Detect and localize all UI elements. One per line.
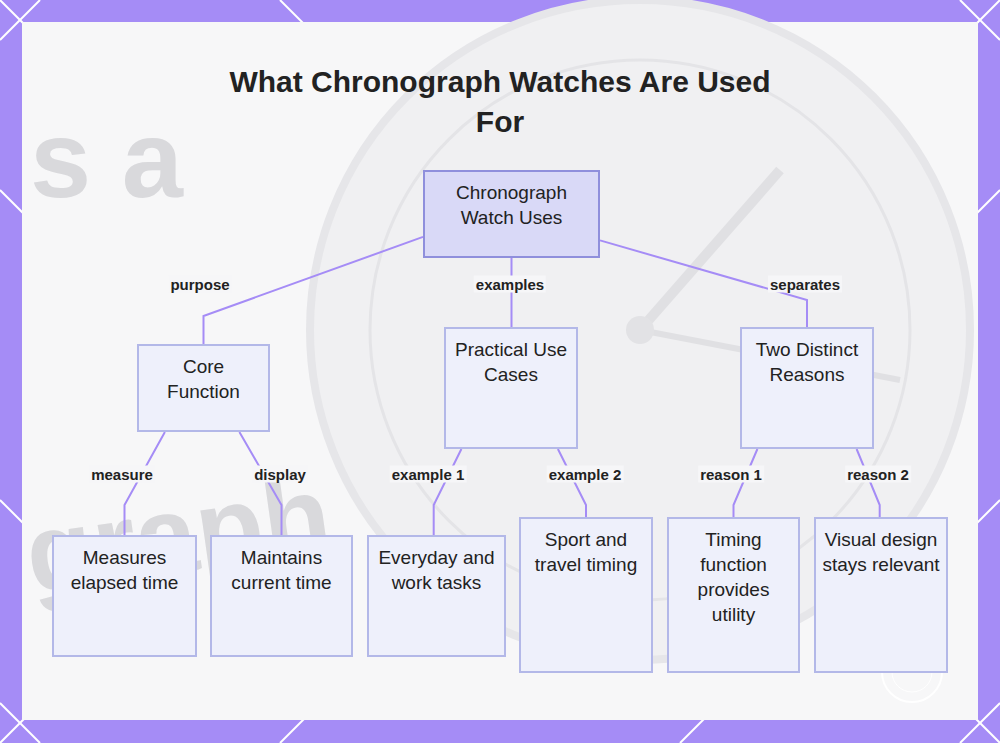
root-box: Chronograph Watch Uses	[423, 170, 600, 258]
concept-box: Practical Use Cases	[444, 327, 578, 449]
concept-box: Everyday and work tasks	[367, 535, 506, 657]
connector-line	[434, 449, 462, 535]
box-text: Sport and travel timing	[527, 527, 645, 577]
diagram-title: What Chronograph Watches Are Used For	[210, 62, 790, 142]
box-text: Timing function provides utility	[675, 527, 792, 627]
edge-label: measure	[89, 466, 155, 483]
edge-label: examples	[474, 276, 546, 293]
concept-box: Sport and travel timing	[519, 517, 653, 673]
box-text: Everyday and work tasks	[375, 545, 498, 595]
box-text: Core Function	[145, 354, 262, 404]
watermark-text: s a	[30, 95, 183, 222]
concept-box: Timing function provides utility	[667, 517, 800, 673]
connector-line	[204, 237, 424, 344]
concept-box: Two Distinct Reasons	[740, 327, 874, 449]
edge-label: separates	[768, 276, 842, 293]
concept-box: Core Function	[137, 344, 270, 432]
edge-label: display	[252, 466, 308, 483]
edge-label: purpose	[168, 276, 231, 293]
concept-box: Maintains current time	[210, 535, 353, 657]
box-text: Practical Use Cases	[452, 337, 570, 387]
connector-line	[857, 449, 880, 517]
concept-box: Measures elapsed time	[52, 535, 197, 657]
box-text: Two Distinct Reasons	[748, 337, 866, 387]
edge-label: example 2	[547, 466, 624, 483]
connector-line	[734, 449, 758, 517]
box-text: Maintains current time	[218, 545, 345, 595]
edge-label: example 1	[390, 466, 467, 483]
edge-label: reason 1	[698, 466, 764, 483]
box-text: Visual design stays relevant	[822, 527, 940, 577]
box-text: Measures elapsed time	[60, 545, 189, 595]
connector-line	[558, 449, 586, 517]
box-text: Chronograph Watch Uses	[431, 180, 592, 230]
concept-box: Visual design stays relevant	[814, 517, 948, 673]
edge-label: reason 2	[845, 466, 911, 483]
connector-line	[511, 258, 513, 327]
